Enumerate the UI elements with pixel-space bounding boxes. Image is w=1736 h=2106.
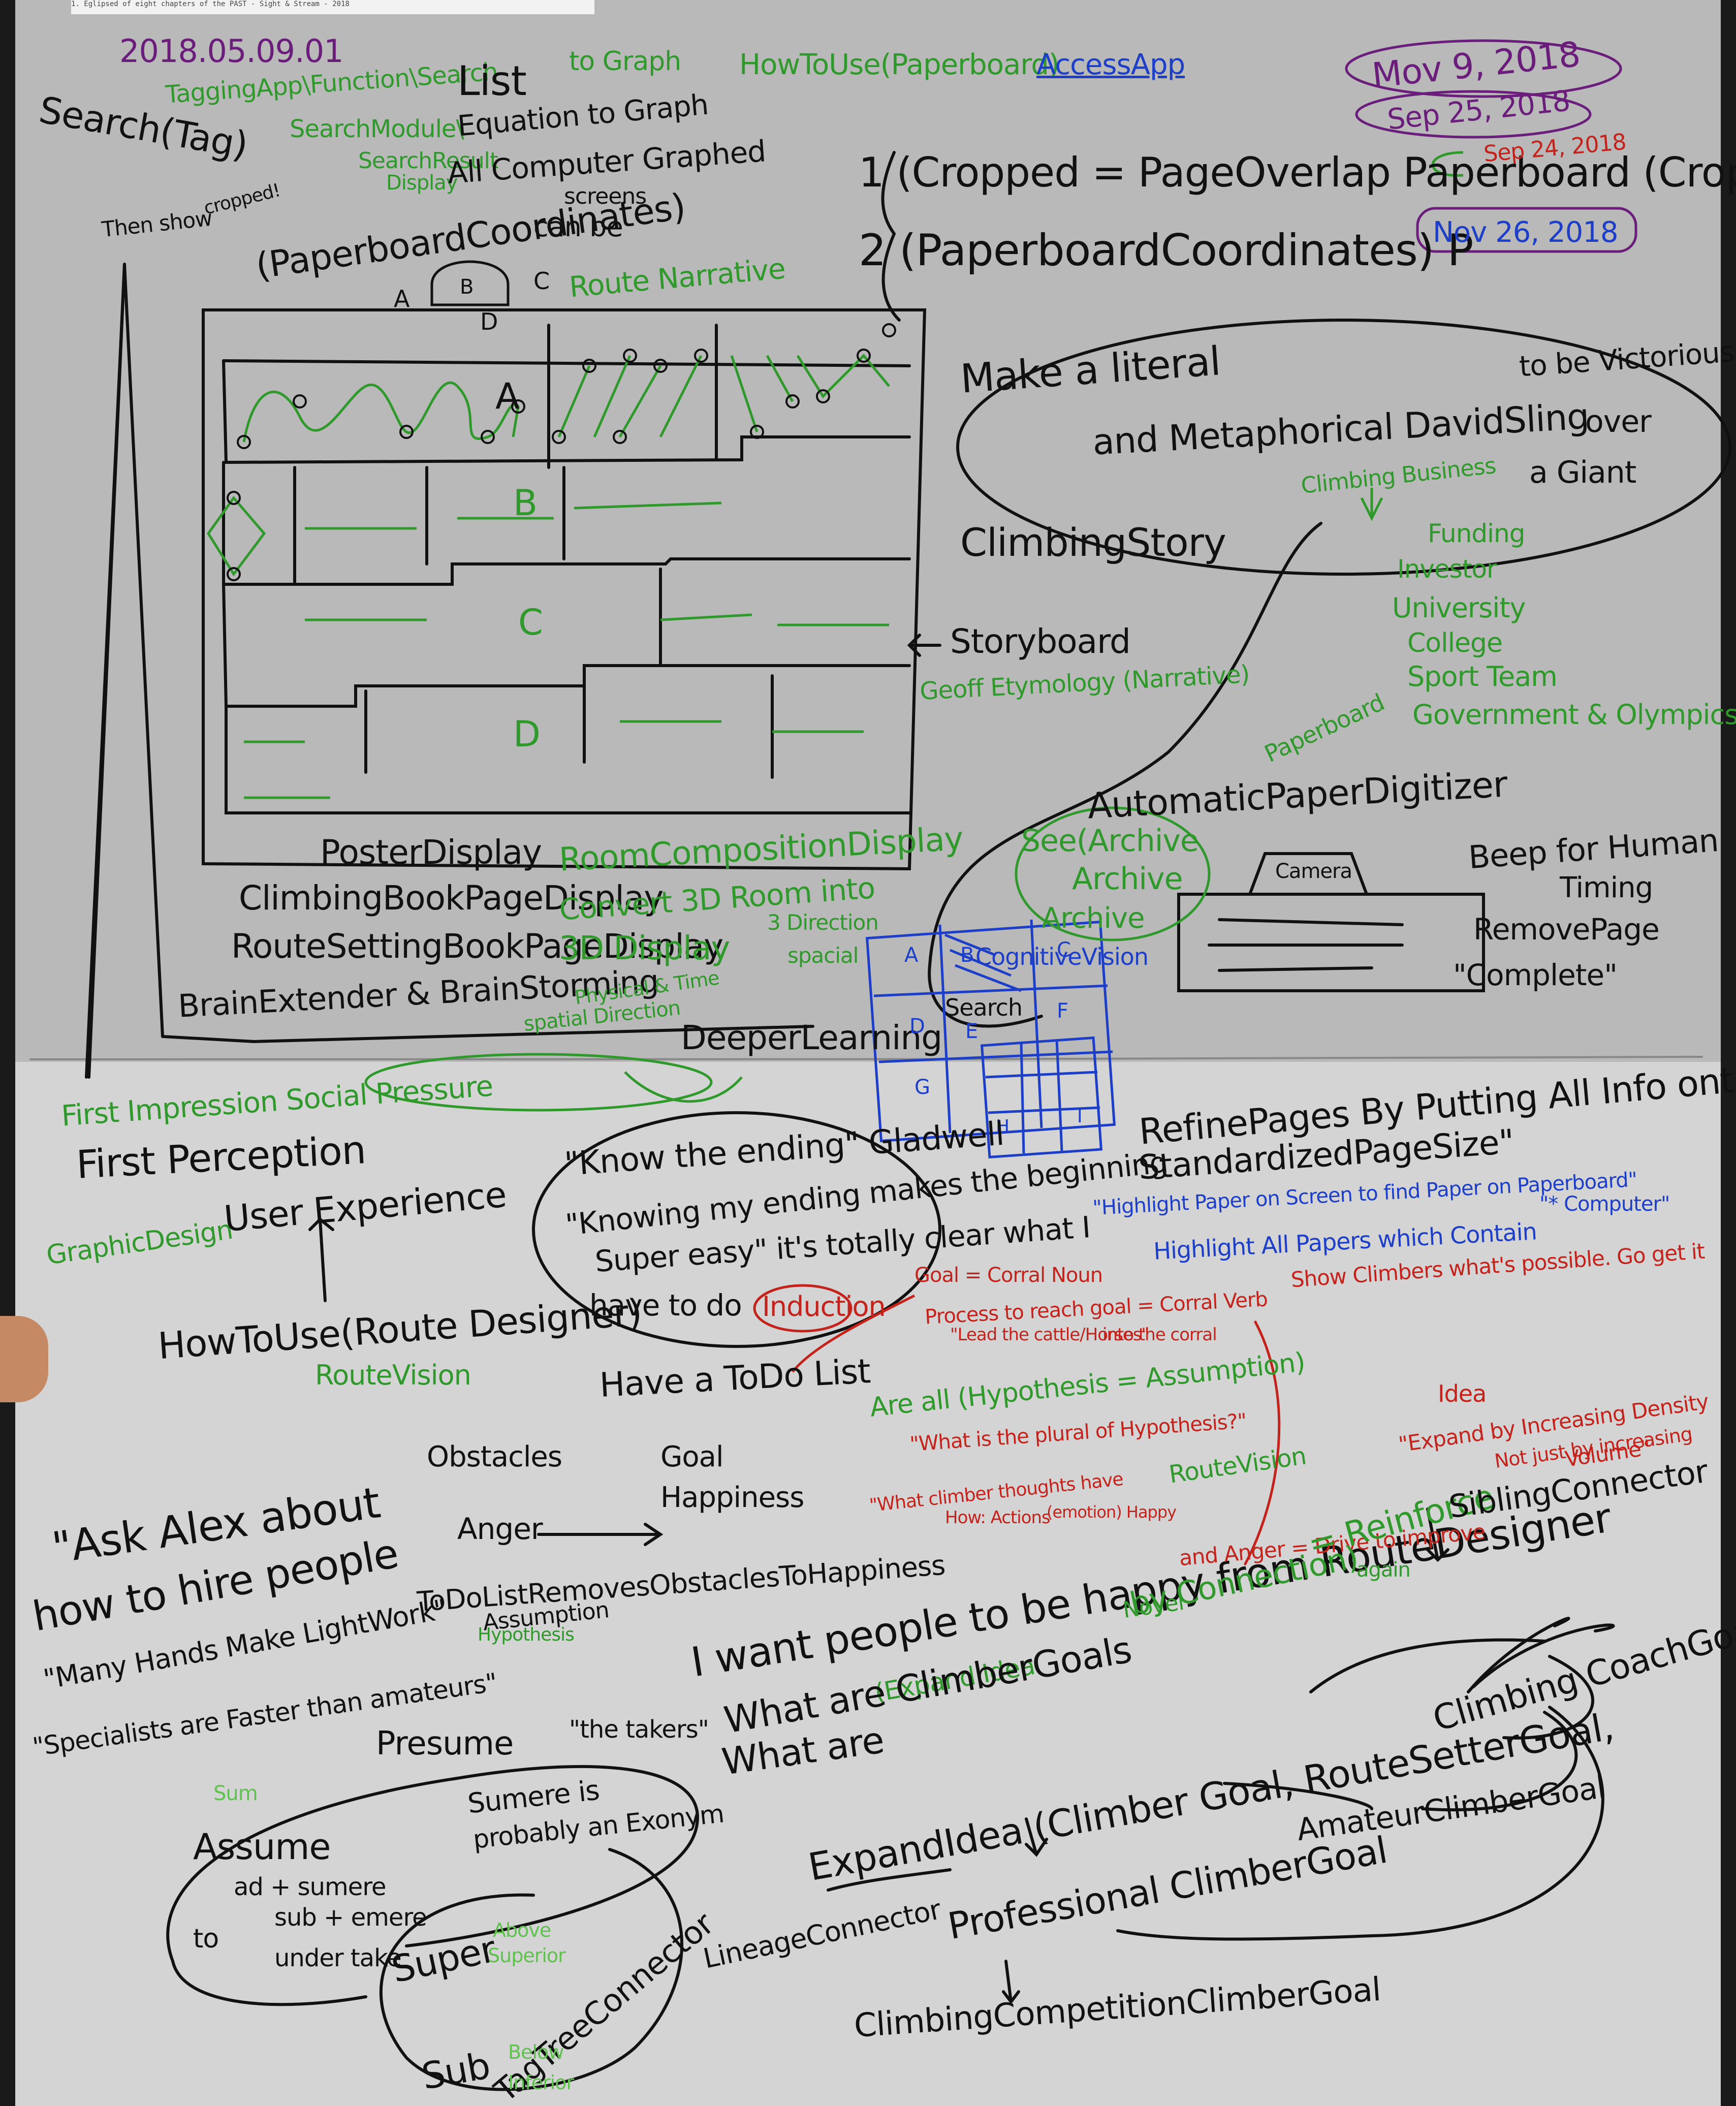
camera-label: Camera <box>1275 860 1352 883</box>
happiness: Happiness <box>660 1481 804 1514</box>
item-2: 2 (PaperboardCoordinates) P <box>859 225 1474 276</box>
have-to-do: have to do <box>589 1288 742 1323</box>
induction: Induction <box>762 1291 886 1323</box>
date-header: 2018.05.09.01 <box>119 33 344 70</box>
archive-3: Archive <box>1041 902 1145 935</box>
route-setting-display: RouteSettingBookPageDisplay <box>231 927 723 966</box>
sum-label: Sum <box>213 1782 258 1805</box>
grid-letter-f: F <box>1057 999 1068 1023</box>
storyboard: Storyboard <box>950 622 1131 661</box>
complete-label: "Complete" <box>1453 958 1618 992</box>
timing-label: Timing <box>1560 871 1653 904</box>
three-direction: 3 Direction <box>767 910 879 935</box>
sport-team: Sport Team <box>1407 661 1558 693</box>
search-module: SearchModule\ <box>290 115 464 143</box>
deeper-learning: DeeperLearning <box>681 1018 942 1057</box>
item-1: 1 (Cropped = PageOverlap Paperboard (Cro… <box>859 149 1736 196</box>
lead-horses: "Lead the cattle/Horses" <box>950 1325 1149 1345</box>
climbing-book-display: ClimbingBookPageDisplay <box>239 878 664 918</box>
abc-c: C <box>533 267 550 295</box>
again-label: again <box>1356 1558 1411 1582</box>
grid-letter-g: G <box>914 1076 930 1099</box>
college: College <box>1407 628 1503 658</box>
presume-label: Presume <box>376 1725 514 1763</box>
sub-emere: sub + emere <box>274 1903 427 1932</box>
to-graph-1: to Graph <box>569 46 681 77</box>
idea-label: Idea <box>1438 1380 1487 1407</box>
how-actions: How: Actions <box>945 1507 1051 1528</box>
goal-corral: Goal = Corral Noun <box>914 1264 1103 1287</box>
above-label: Above <box>493 1919 551 1941</box>
grid-label-a: A <box>495 375 520 417</box>
a-giant: a Giant <box>1529 455 1636 490</box>
grid-letter-d: D <box>909 1015 925 1038</box>
search-label: Search <box>945 994 1023 1021</box>
into-corral: into the corral <box>1102 1325 1217 1345</box>
label-strip-text: 1. Eglipsed of eight chapters of the PAS… <box>71 0 350 8</box>
university: University <box>1392 592 1526 624</box>
see-archive: See(Archive <box>1021 823 1199 859</box>
obstacles: Obstacles <box>427 1440 562 1473</box>
abc-a: A <box>394 285 409 312</box>
over-label: over <box>1585 404 1652 439</box>
abc-b: B <box>460 275 474 299</box>
climbing-story: ClimbingStory <box>960 520 1226 565</box>
investor: Investor <box>1397 554 1497 584</box>
emotion-happy: (emotion) Happy <box>1047 1502 1177 1522</box>
to-label: to <box>193 1924 219 1954</box>
anger: Anger <box>457 1512 543 1546</box>
abc-d: D <box>480 308 498 335</box>
archive-2: Archive <box>1072 861 1183 897</box>
access-app-link[interactable]: AccessApp <box>1036 48 1185 81</box>
grid-letter-a: A <box>904 944 918 967</box>
grid-letter-i: I <box>1077 1106 1083 1127</box>
under-take: under take <box>274 1944 402 1972</box>
grid-letter-c: C <box>1057 938 1071 962</box>
assume-label: Assume <box>193 1826 331 1868</box>
funding: Funding <box>1428 519 1525 548</box>
grid-label-d: D <box>513 713 541 755</box>
superior-label: Superior <box>488 1944 566 1967</box>
the-takers: "the takers" <box>569 1715 709 1744</box>
grid-letter-h: H <box>996 1116 1009 1137</box>
thumb <box>0 1316 48 1402</box>
computer-label: "* Computer" <box>1539 1192 1670 1216</box>
route-vision: RouteVision <box>315 1359 471 1391</box>
how-to-use-paperboard: HowToUse(Paperboard) <box>739 48 1060 81</box>
search-result: SearchResult <box>358 148 498 174</box>
can-be: can be <box>533 211 623 243</box>
remove-page: RemovePage <box>1473 912 1660 947</box>
grid-letter-e: E <box>965 1020 978 1043</box>
screens-label: screens <box>564 183 647 209</box>
goal-label: Goal <box>660 1440 724 1473</box>
display-label: Display <box>386 171 458 195</box>
top-label-strip: 1. Eglipsed of eight chapters of the PAS… <box>71 0 594 14</box>
poster-display: PosterDisplay <box>320 833 542 872</box>
spacial: spacial <box>787 943 859 968</box>
ad-sumere: ad + sumere <box>234 1873 387 1901</box>
grid-label-c: C <box>518 602 543 643</box>
grid-label-b: B <box>513 482 538 524</box>
paper-upper-shade <box>15 0 1721 1062</box>
list-label: List <box>457 57 527 105</box>
sub-label: Sub <box>418 2044 493 2098</box>
cognitive-vision: CognitiveVision <box>975 943 1149 970</box>
inferior-label: Inferior <box>508 2071 574 2094</box>
hypothesis-label: Hypothesis <box>478 1624 575 1645</box>
government-olympics: Government & Olympics <box>1412 699 1736 731</box>
grid-letter-b: B <box>960 944 974 967</box>
3d-display: 3D Display <box>559 930 730 967</box>
below-label: Below <box>508 2041 564 2063</box>
date-nov-26: Nov 26, 2018 <box>1433 216 1618 249</box>
